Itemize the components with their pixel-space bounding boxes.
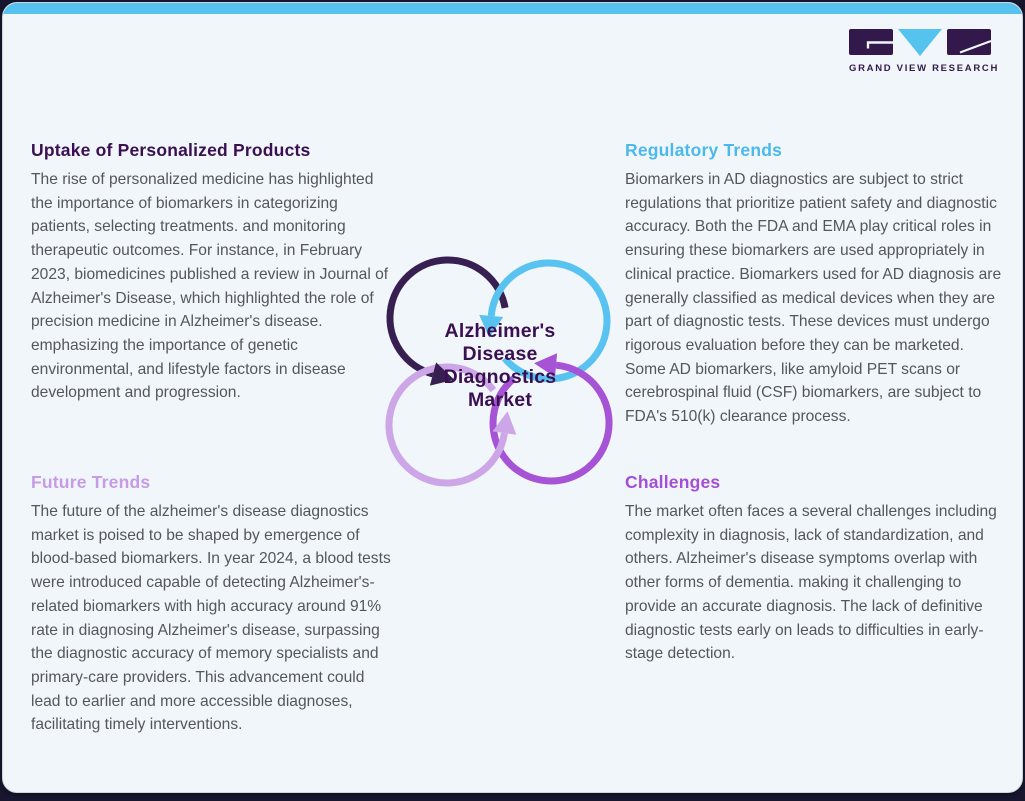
center-cycle-diagram: Alzheimer's Disease Diagnostics Market [377,250,617,495]
section-uptake-of-personalized-products: Uptake of Personalized Products The rise… [31,139,393,405]
section-future-trends: Future Trends The future of the alzheime… [31,471,393,737]
logo-v-mark [898,29,942,56]
section-body: The rise of personalized medicine has hi… [31,171,389,402]
section-body: The future of the alzheimer's disease di… [31,503,391,734]
diagram-center-title: Alzheimer's Disease Diagnostics Market [443,320,557,411]
arrow-circle-bottom-right-icon [489,361,613,485]
section-heading: Uptake of Personalized Products [31,140,311,160]
section-challenges: Challenges The market often faces a seve… [625,471,1005,666]
arrow-head-lavender-icon [492,411,517,435]
arrow-head-dark-icon [429,362,455,386]
arrow-head-blue-icon [479,314,504,338]
section-regulatory-trends: Regulatory Trends Biomarkers in AD diagn… [625,139,1005,429]
arrow-head-purple-icon [534,353,558,378]
section-body: Biomarkers in AD diagnostics are subject… [625,171,1002,426]
gvr-logo: GRAND VIEW RESEARCH [849,29,1000,74]
logo-r-mark [947,29,991,55]
cycle-arrows-icon [385,256,613,487]
arrow-circle-top-left-icon [386,256,509,378]
arrow-circle-bottom-left-icon [385,363,508,487]
section-heading: Challenges [625,472,721,492]
arrow-circle-top-right-icon [487,259,611,383]
brand-name: GRAND VIEW RESEARCH [849,63,1000,74]
gvr-logo-marks-icon [849,29,992,56]
section-heading: Regulatory Trends [625,140,783,160]
section-body: The market often faces a several challen… [625,503,997,663]
section-heading: Future Trends [31,472,151,492]
top-accent-bar [3,3,1022,14]
